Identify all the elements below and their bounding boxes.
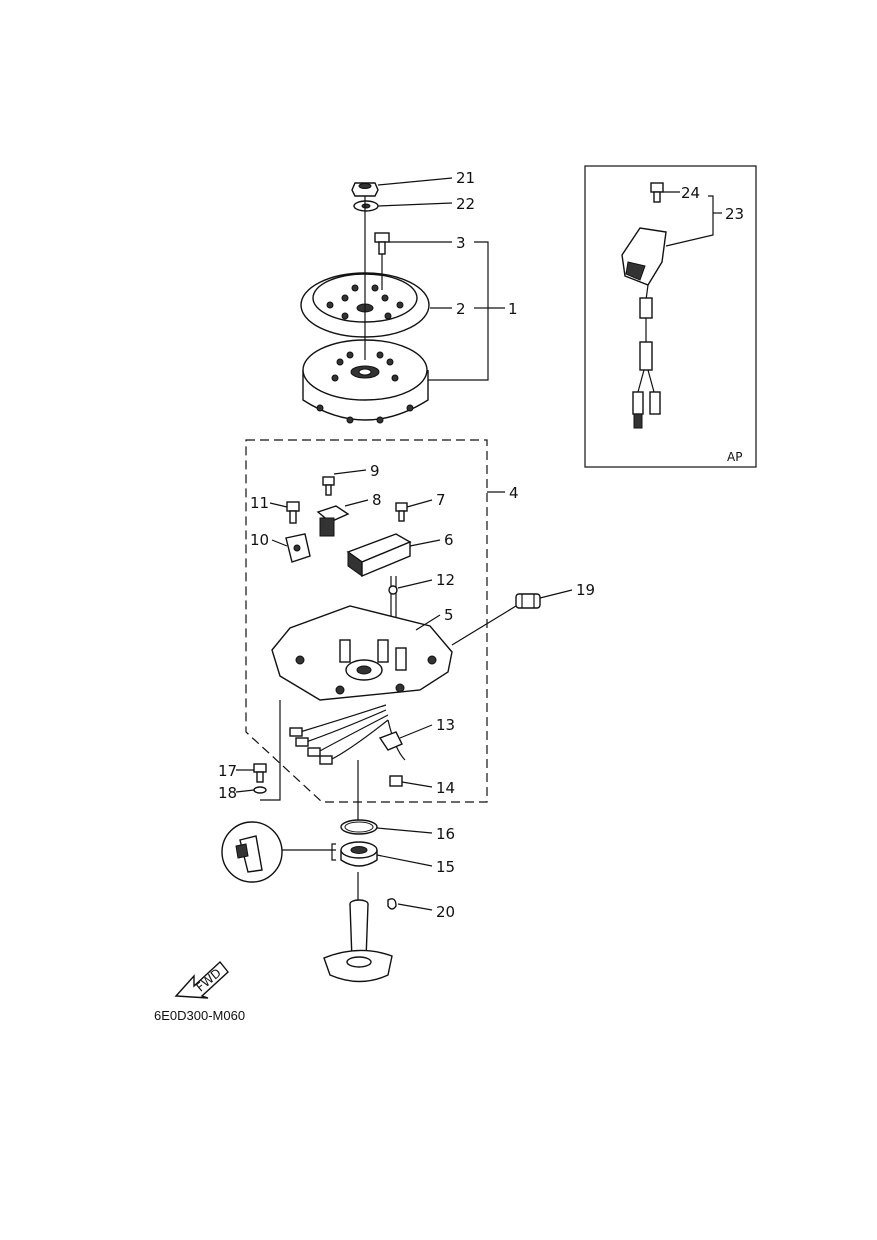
bracket-10-icon [285, 533, 311, 563]
callout-1: 1 [508, 300, 518, 318]
callout-23: 23 [725, 205, 744, 223]
washer-22-icon [353, 200, 379, 212]
callout-22: 22 [456, 195, 475, 213]
screw-11-icon [286, 501, 300, 524]
callout-4: 4 [509, 484, 519, 502]
pulser-coil-8-icon [316, 505, 350, 537]
callout-9: 9 [370, 462, 380, 480]
screw-24-icon [650, 182, 664, 203]
callout-13: 13 [436, 716, 455, 734]
cdi-unit-23-icon [621, 227, 667, 429]
callout-11: 11 [250, 494, 269, 512]
oil-seal-15-icon [340, 841, 378, 867]
callout-18: 18 [218, 784, 237, 802]
callout-6: 6 [444, 531, 454, 549]
diagram-code: 6E0D300-M060 [154, 1008, 245, 1023]
inset-ap-box: 24 23 AP [584, 165, 757, 468]
crankshaft-icon [323, 899, 393, 983]
screw-3-icon [374, 232, 390, 255]
stator-base-5-icon [271, 605, 453, 701]
callout-21: 21 [456, 169, 475, 187]
callout-7: 7 [436, 491, 446, 509]
key-20-icon [387, 898, 397, 910]
callout-19: 19 [576, 581, 595, 599]
callout-3: 3 [456, 234, 466, 252]
callout-14: 14 [436, 779, 455, 797]
nut-14-icon [389, 775, 403, 787]
callout-2: 2 [456, 300, 466, 318]
assembly-4-boundary [245, 439, 488, 803]
fwd-arrow-icon: FWD [174, 960, 229, 999]
o-ring-16-icon [340, 819, 378, 835]
callout-17: 17 [218, 762, 237, 780]
seal-detail-circle [221, 821, 283, 883]
callout-15: 15 [436, 858, 455, 876]
clamp-13-icon [378, 731, 403, 751]
grommet-19-icon [515, 593, 541, 609]
inset-label: AP [727, 450, 742, 464]
washer-18-icon [253, 786, 267, 794]
callout-16: 16 [436, 825, 455, 843]
callout-12: 12 [436, 571, 455, 589]
flywheel-rotor-icon [302, 339, 429, 424]
screw-9-icon [322, 476, 335, 496]
callout-24: 24 [681, 184, 700, 202]
callout-10: 10 [250, 531, 269, 549]
callout-20: 20 [436, 903, 455, 921]
callout-5: 5 [444, 606, 454, 624]
callout-8: 8 [372, 491, 382, 509]
screw-17-icon [253, 763, 267, 783]
screw-7-icon [395, 502, 408, 522]
charge-coil-6-icon [346, 533, 412, 578]
wire-harness-icon [289, 704, 406, 765]
nut-21-icon [351, 182, 379, 197]
